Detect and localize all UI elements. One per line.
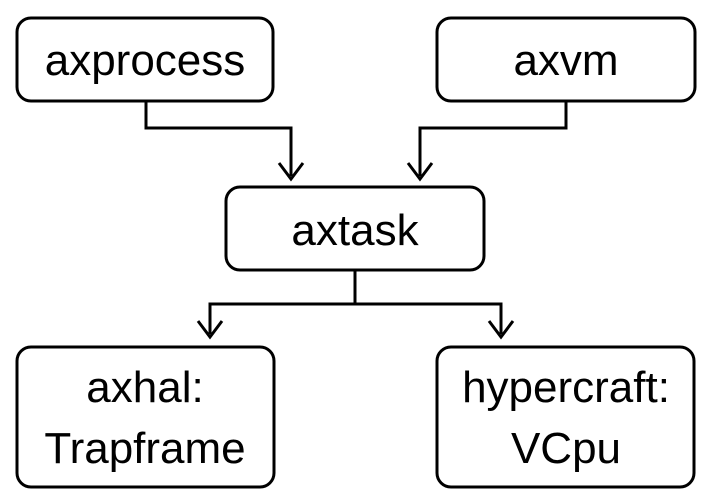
node-axprocess-box — [15, 16, 275, 103]
node-axprocess-label: axprocess — [45, 36, 246, 85]
node-hypercraft: hypercraft: VCpu — [435, 345, 696, 489]
node-axtask: axtask — [224, 185, 486, 272]
arrowhead-axprocess-axtask — [277, 162, 305, 182]
node-hypercraft-line2: VCpu — [511, 424, 621, 473]
node-axvm: axvm — [435, 16, 697, 103]
node-axtask-label: axtask — [291, 206, 419, 255]
node-axprocess: axprocess — [15, 16, 275, 103]
edge-axvm-axtask — [418, 101, 568, 176]
node-axhal-box — [15, 345, 276, 489]
arrowhead-axvm-axtask — [406, 162, 434, 182]
arrowhead-axtask-axhal — [196, 320, 224, 340]
node-axvm-label: axvm — [513, 36, 618, 85]
node-axhal-line1: axhal: — [86, 363, 203, 412]
node-axvm-box — [435, 16, 697, 103]
node-axhal-line2: Trapframe — [44, 424, 245, 473]
edges — [144, 101, 568, 340]
node-axhal: axhal: Trapframe — [15, 345, 276, 489]
edge-axtask-hypercraft — [353, 270, 503, 334]
node-hypercraft-box — [435, 345, 696, 489]
edge-axtask-axhal — [208, 270, 357, 334]
edge-axprocess-axtask — [144, 101, 293, 176]
node-axtask-box — [224, 185, 486, 272]
arrowhead-axtask-hypercraft — [487, 320, 515, 340]
node-hypercraft-line1: hypercraft: — [462, 363, 670, 412]
